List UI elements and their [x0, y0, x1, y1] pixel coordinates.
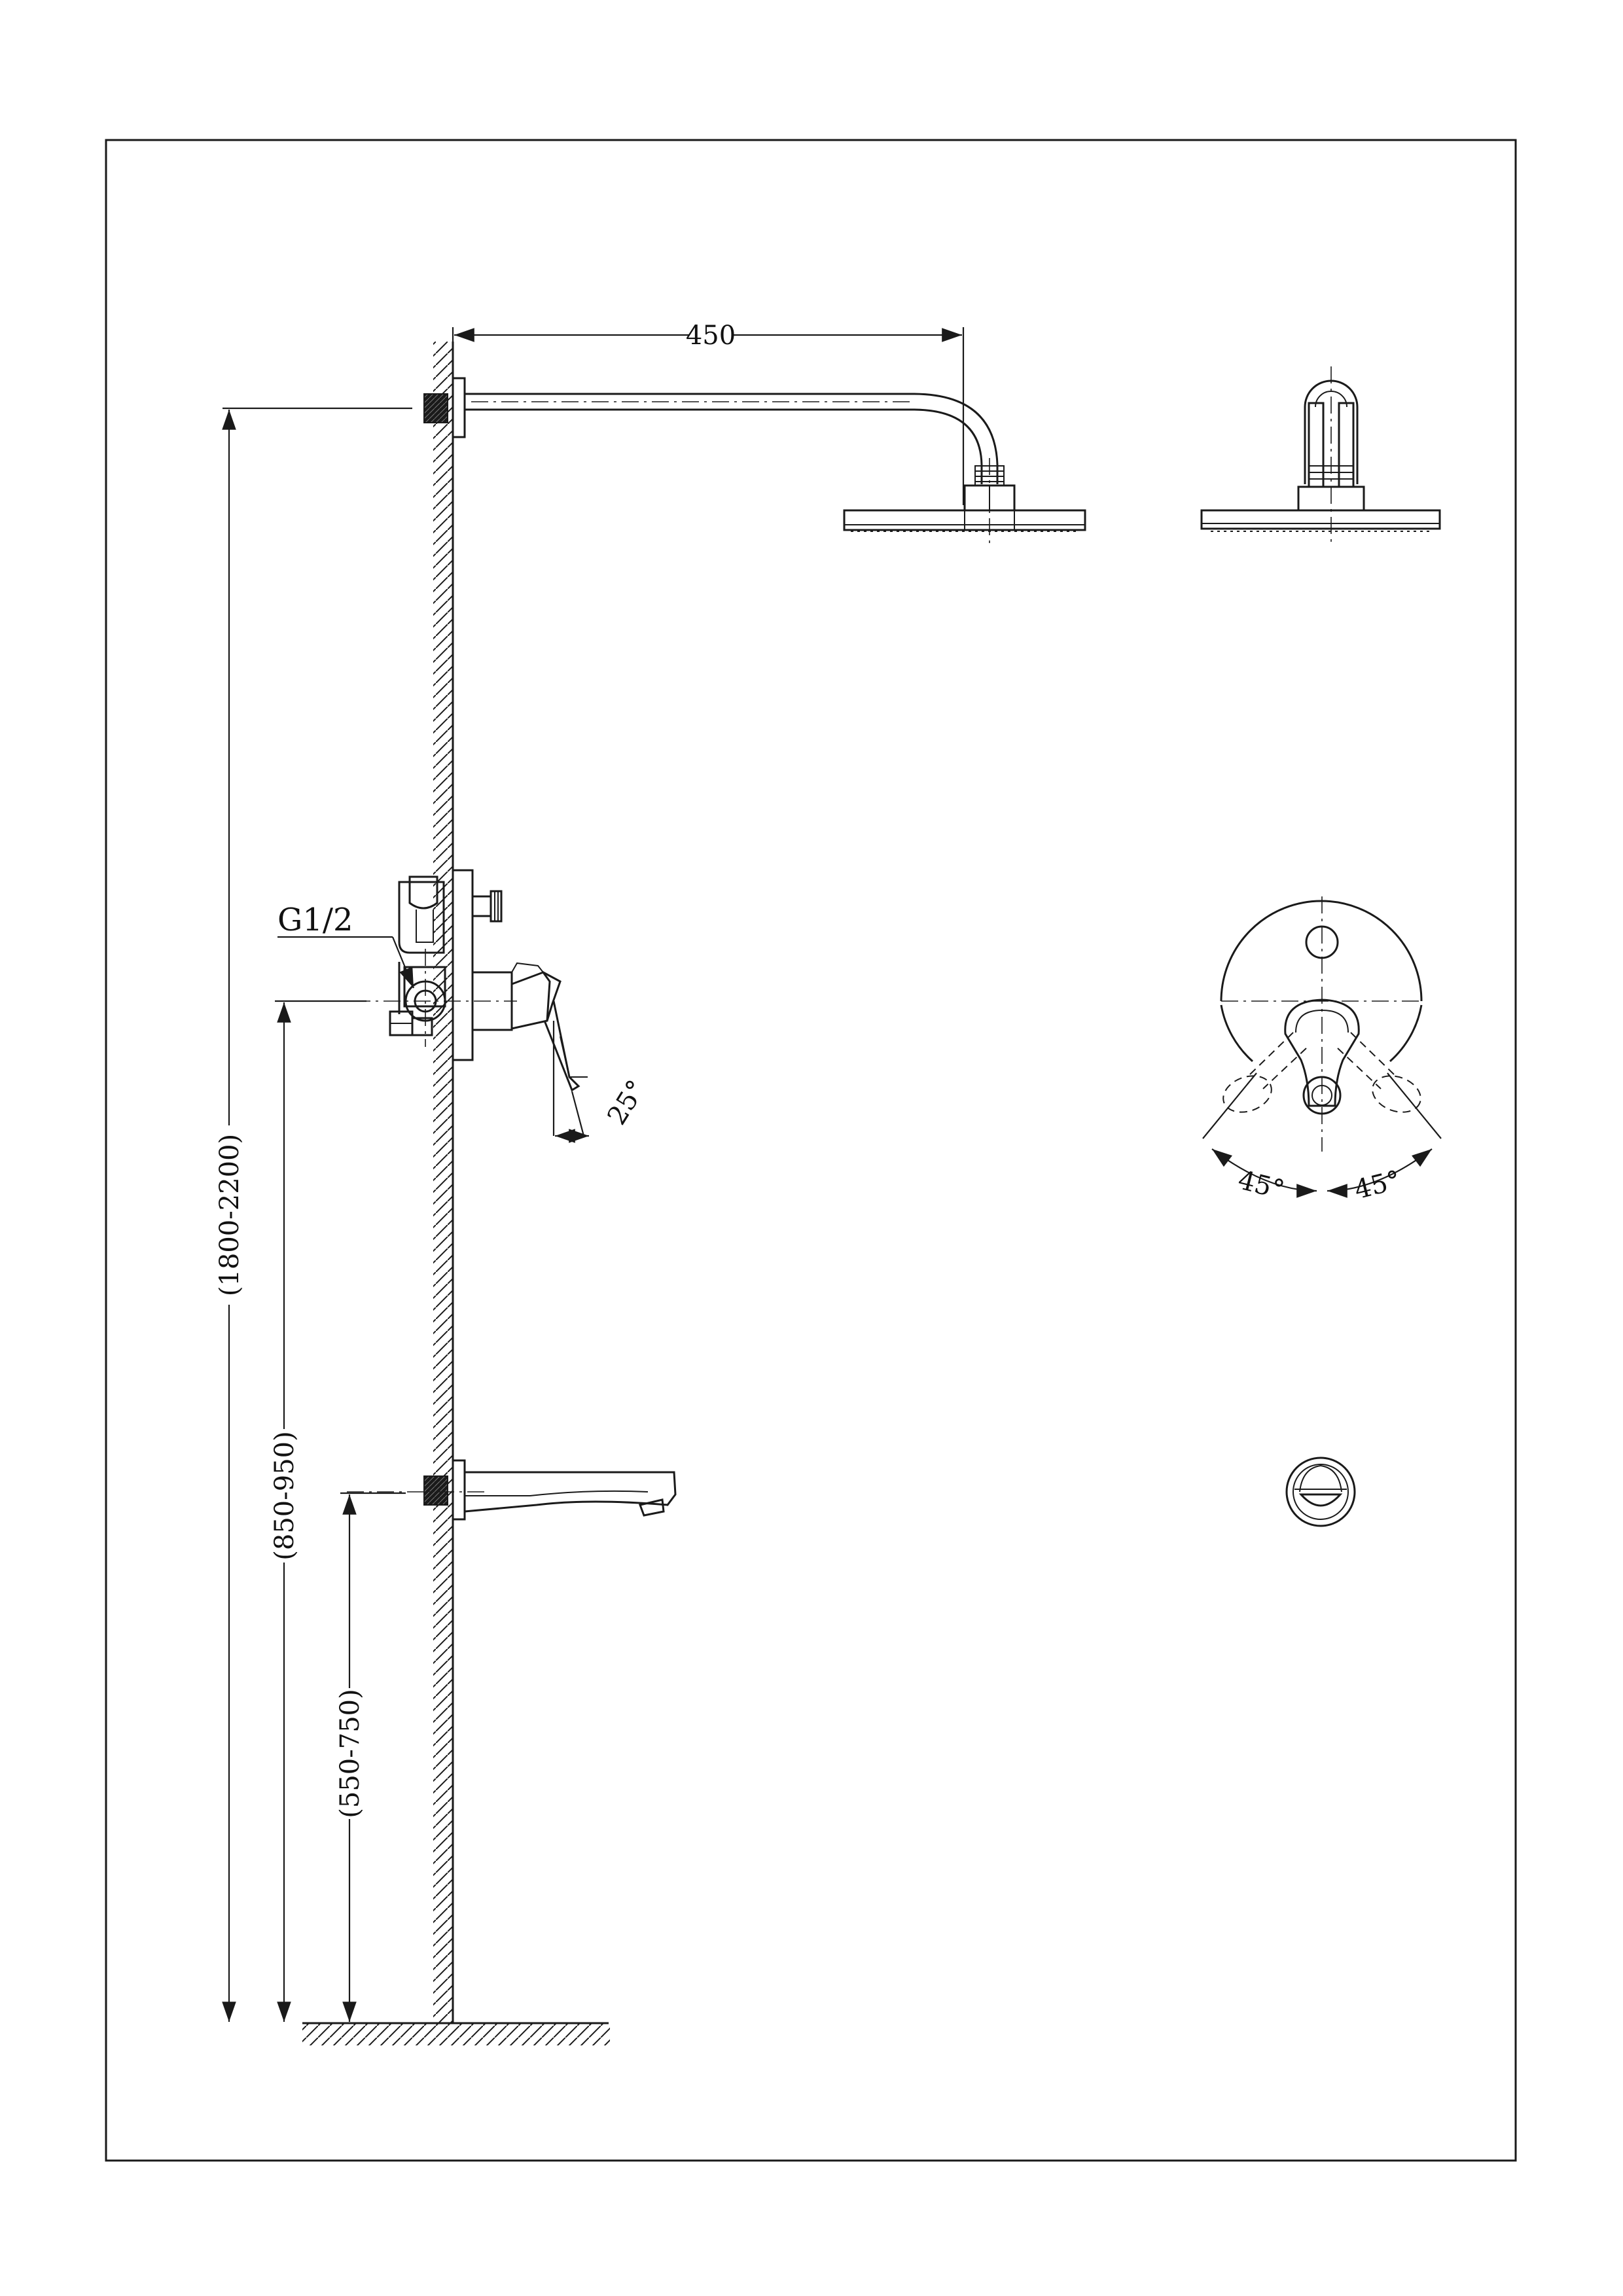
lever-right-angle: 45°	[1351, 1165, 1404, 1205]
spout-height-label: (550-750)	[335, 1689, 365, 1818]
shower-head-front	[1200, 366, 1441, 543]
mixer-body-side	[353, 869, 588, 1092]
dim-arm-length	[452, 327, 965, 505]
dim-total-height	[222, 407, 412, 2022]
drawing-frame	[105, 139, 1517, 2162]
connection-thread-label: G1/2	[277, 902, 353, 938]
arm-length-label: 450	[686, 321, 736, 351]
dim-spout-height	[340, 1492, 406, 2022]
lever-tilt-dimension	[552, 1021, 589, 1143]
spout-front	[1285, 1457, 1356, 1527]
g12-leader	[277, 936, 415, 989]
spout-side	[347, 1459, 677, 1521]
mixer-front	[1202, 896, 1442, 1198]
total-height-label: (1800-2200)	[215, 1134, 245, 1296]
wall	[433, 342, 454, 2023]
lever-tilt-angle: 25°	[601, 1075, 652, 1131]
shower-arm-side	[423, 377, 1086, 546]
floor	[302, 2022, 610, 2045]
dim-mixer-height	[275, 1000, 366, 2022]
mixer-height-label: (850-950)	[270, 1431, 300, 1560]
lever-left-angle: 45°	[1235, 1165, 1287, 1205]
